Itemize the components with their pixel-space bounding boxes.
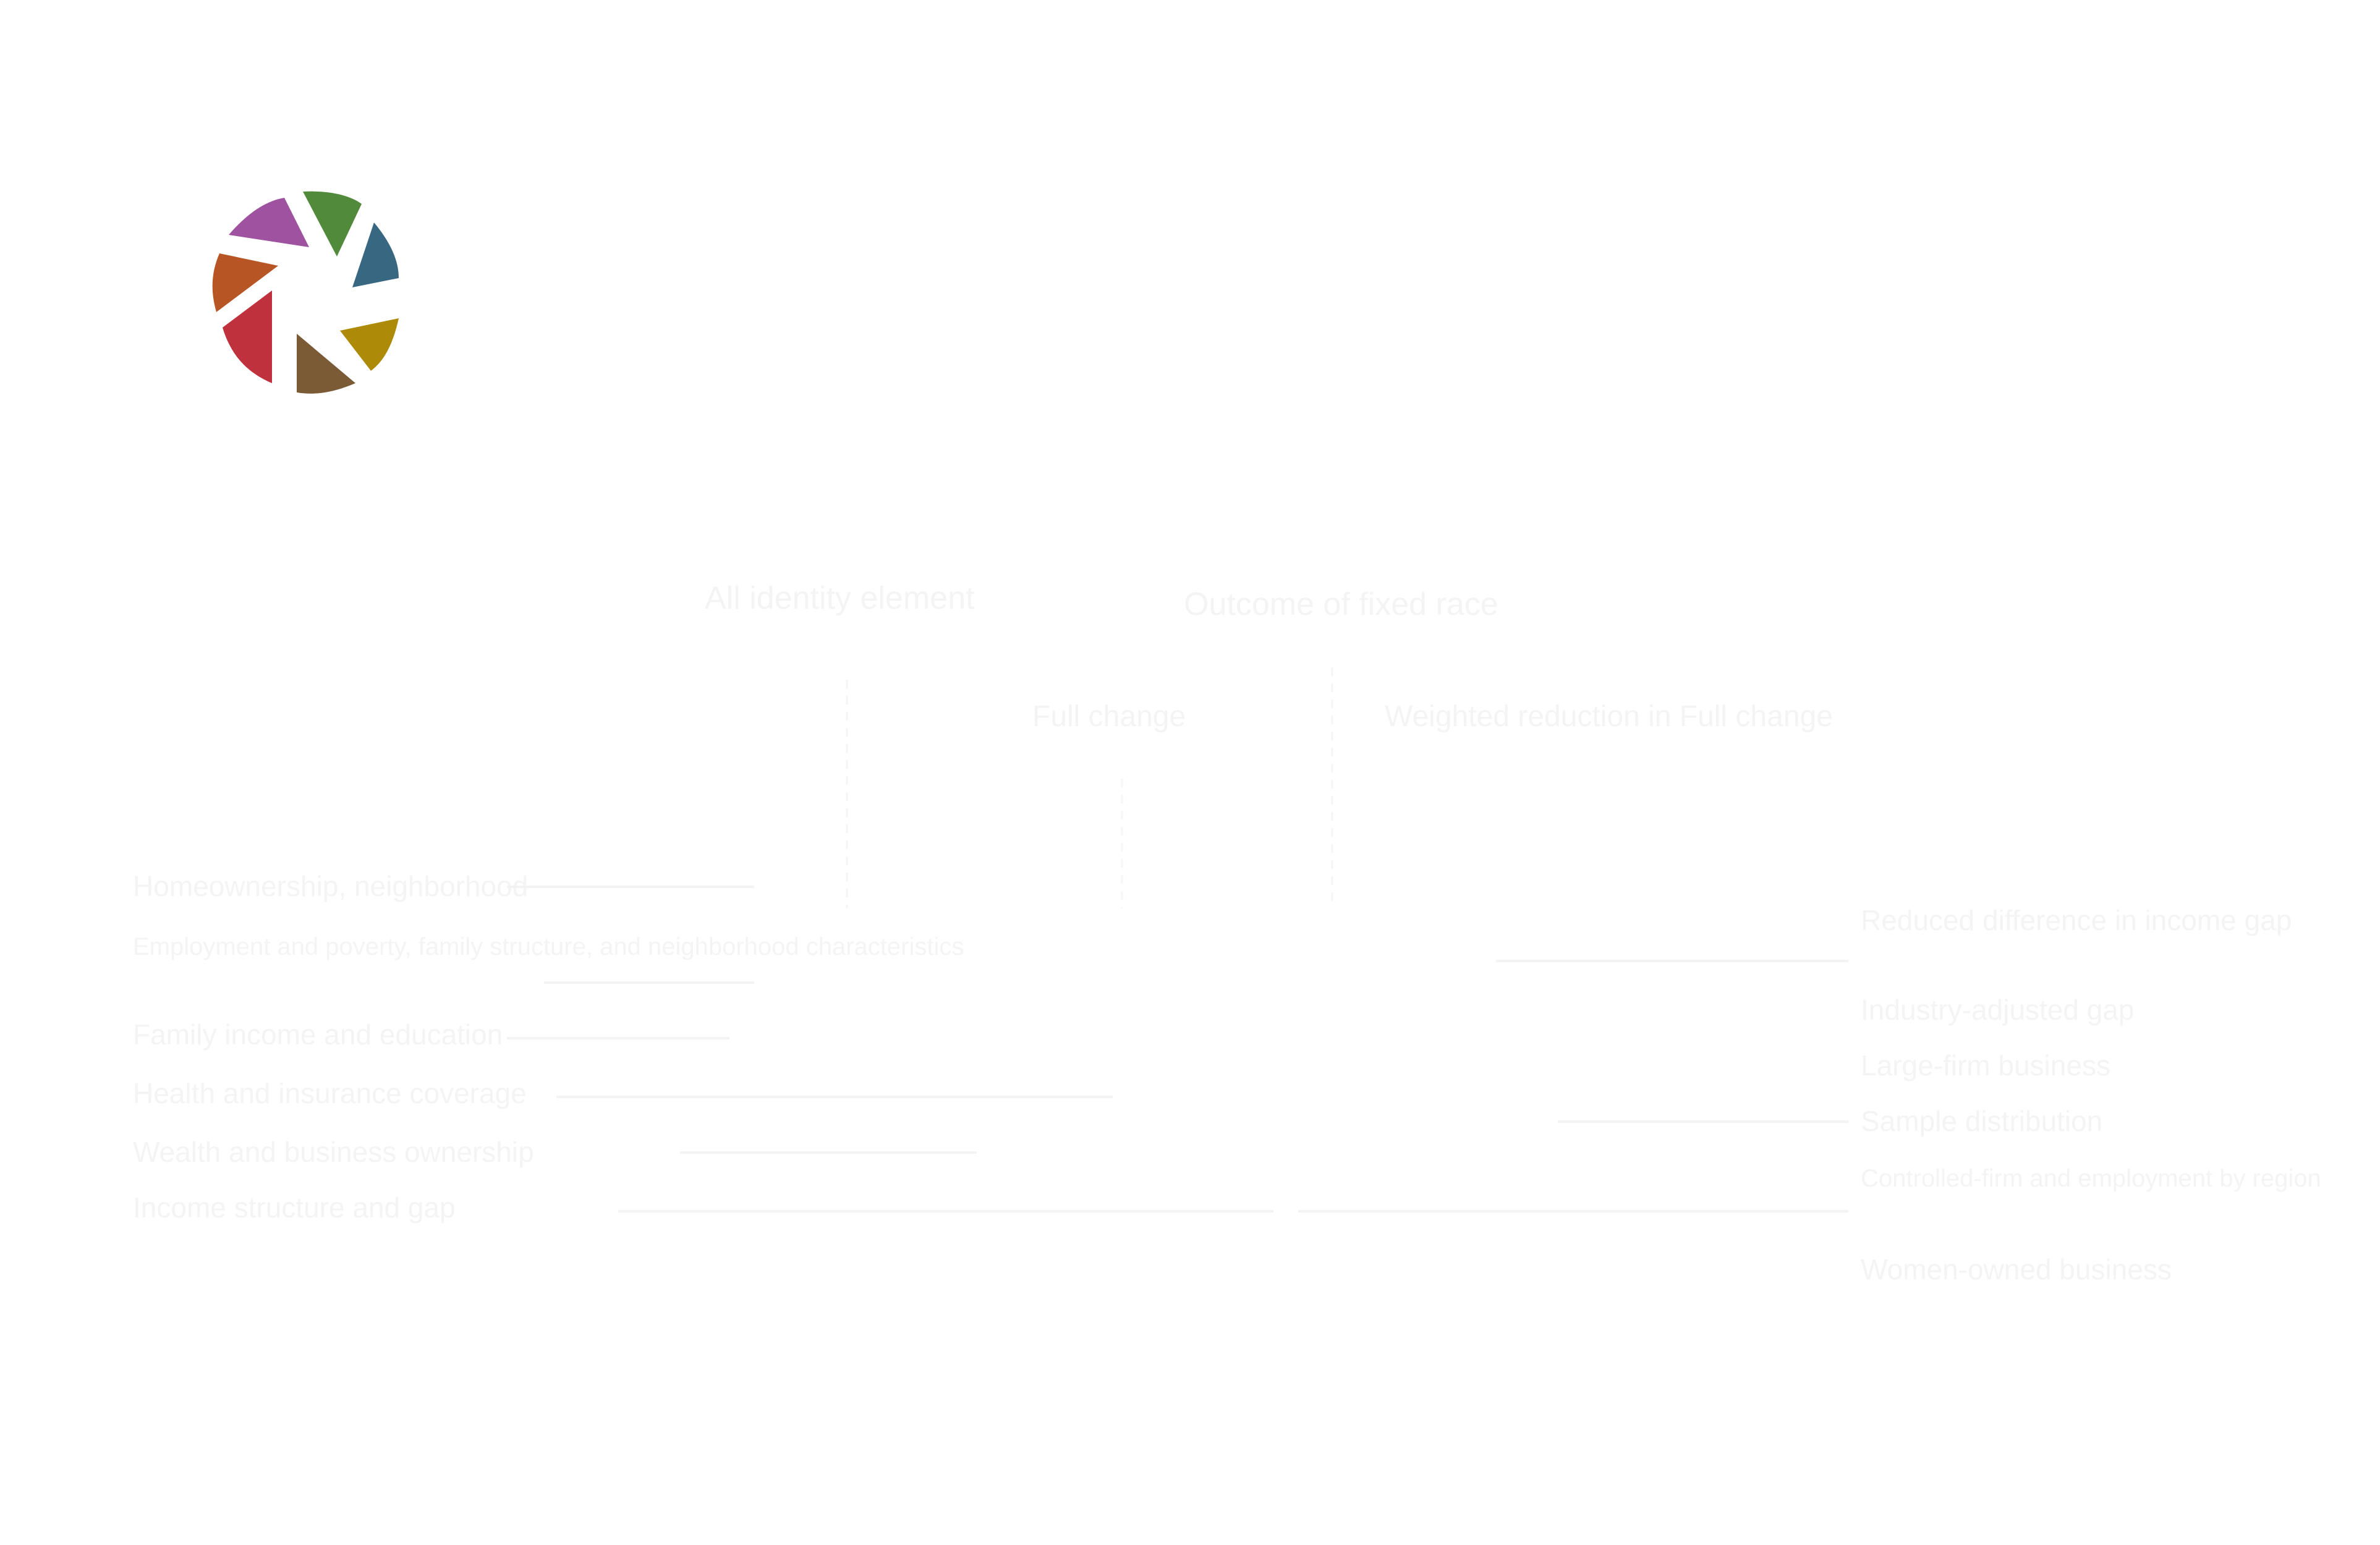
logo-petal-purple [229, 198, 309, 247]
aperture-logo-icon [212, 191, 399, 394]
logo-petal-yellow [340, 318, 399, 371]
column-header-2: Weighted reduction in Full change [1385, 700, 1833, 733]
right-label-3: Large-firm business [1861, 1049, 2110, 1082]
logo-petal-orange [212, 253, 278, 312]
column-header-1: Full change [1032, 700, 1186, 733]
right-label-2: Industry-adjusted gap [1861, 994, 2134, 1026]
right-label-4: Sample distribution [1861, 1105, 2102, 1137]
left-label-2: Employment and poverty, family structure… [133, 933, 964, 960]
header-right-title: Outcome of fixed race [1184, 586, 1498, 622]
logo-petal-green [303, 191, 362, 256]
left-label-1: Homeownership, neighborhood [133, 870, 528, 902]
header-left-title: All identity element [705, 580, 975, 616]
left-label-3: Family income and education [133, 1018, 503, 1051]
left-label-5: Wealth and business ownership [133, 1136, 534, 1168]
right-label-6: Women-owned business [1861, 1253, 2172, 1285]
logo-petal-red [223, 290, 272, 383]
left-label-6: Income structure and gap [133, 1192, 456, 1224]
right-label-5: Controlled-firm and employment by region [1861, 1165, 2321, 1192]
logo-petal-brown [297, 334, 355, 394]
logo-petal-blue [352, 222, 399, 287]
left-label-4: Health and insurance coverage [133, 1077, 527, 1109]
right-label-1: Reduced difference in income gap [1861, 904, 2292, 936]
